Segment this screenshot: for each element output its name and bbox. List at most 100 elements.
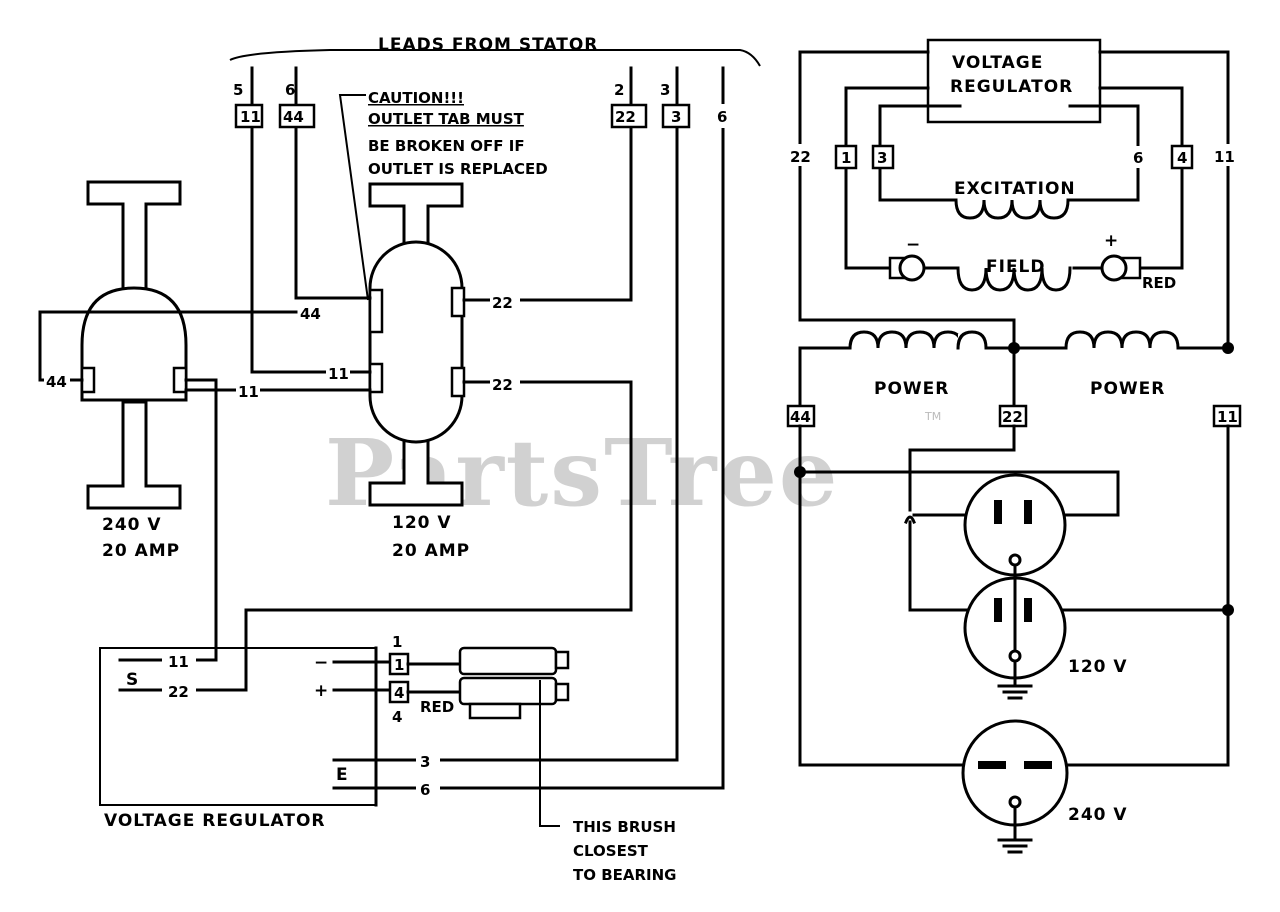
schematic-lead-22-label: 22 bbox=[790, 148, 811, 166]
bus-11 bbox=[1062, 424, 1230, 767]
caution-line-1: CAUTION!!! bbox=[368, 89, 464, 107]
wire-44-label-bg bbox=[298, 302, 332, 322]
schematic-120v-label: 120 V bbox=[1068, 657, 1128, 677]
regulator-e-label: E bbox=[336, 765, 349, 785]
regulator-term-1-label: 1 bbox=[394, 656, 404, 674]
brush-lower bbox=[458, 676, 558, 706]
caution-pointer bbox=[338, 94, 369, 301]
outlet-240-terminal-right bbox=[172, 366, 188, 394]
wire-22a-label: 22 bbox=[492, 294, 513, 312]
power-right-label: POWER bbox=[1090, 379, 1165, 399]
regulator-box bbox=[99, 647, 376, 806]
outlet-120-top-prong bbox=[368, 182, 464, 252]
brush-holder: THIS BRUSH CLOSEST TO BEARING bbox=[406, 646, 677, 884]
schematic-tag-44-label: 44 bbox=[790, 408, 811, 426]
brush-base bbox=[468, 702, 522, 720]
schematic-regulator-line-1: VOLTAGE bbox=[952, 53, 1043, 73]
schematic-term-3-label: 3 bbox=[877, 149, 887, 167]
schematic-lead-11-bg bbox=[1212, 144, 1242, 166]
schematic-lead-22-bg bbox=[786, 144, 826, 166]
schematic-term-3 bbox=[871, 144, 895, 170]
outlet-upper-slot-right bbox=[1024, 500, 1032, 524]
reg-e3-bg bbox=[416, 751, 440, 769]
schematic-lead-6-bg bbox=[1128, 146, 1150, 168]
terminal-tag-6-bg bbox=[712, 104, 734, 128]
terminal-tag-22 bbox=[610, 103, 648, 129]
regulator-term-top-number: 1 bbox=[392, 633, 402, 651]
stator-title: LEADS FROM STATOR bbox=[378, 35, 598, 55]
outlet-lower-slot-right bbox=[1024, 598, 1032, 622]
wire-11b-label: 11 bbox=[328, 365, 349, 383]
lead-number-3: 3 bbox=[660, 81, 670, 99]
outlet-120-voltage: 120 V bbox=[392, 513, 452, 533]
regulator-s-label: S bbox=[126, 670, 139, 690]
terminal-tag-44-label: 44 bbox=[283, 108, 304, 126]
field-minus: − bbox=[906, 235, 921, 255]
bus-44-to-outlet bbox=[798, 470, 1120, 517]
lead-number-5: 5 bbox=[233, 81, 243, 99]
wire-11-label-bg bbox=[236, 381, 260, 399]
outlet-240-slot-right bbox=[1024, 761, 1052, 769]
brush-note-line-3: TO BEARING bbox=[573, 866, 677, 884]
left-diagram: LEADS FROM STATOR 5 6 2 3 11 44 22 3 6 C… bbox=[38, 35, 761, 884]
regulator-e6-label: 6 bbox=[420, 781, 430, 799]
right-diagram: VOLTAGE REGULATOR 22 11 1 4 3 6 EXCITATI… bbox=[786, 38, 1242, 854]
regulator-s11-label: 11 bbox=[168, 653, 189, 671]
excitation-coil bbox=[954, 198, 1070, 220]
wire-22a-label-bg bbox=[490, 291, 520, 311]
wire-11b-label-bg bbox=[326, 363, 350, 381]
outlet-240-top-prong bbox=[86, 180, 182, 294]
field-wire-plus bbox=[1098, 86, 1184, 270]
regulator-term-bottom-number: 4 bbox=[392, 708, 402, 726]
terminal-tag-6-label: 6 bbox=[717, 108, 727, 126]
terminal-tag-22-label: 22 bbox=[615, 108, 636, 126]
brush-note-line-2: CLOSEST bbox=[573, 842, 649, 860]
reg-e6-bg bbox=[416, 779, 440, 797]
bus-44 bbox=[798, 424, 968, 767]
schematic-240v-label: 240 V bbox=[1068, 805, 1128, 825]
regulator-minus: − bbox=[314, 653, 329, 673]
outlet-240-bottom-prong bbox=[86, 400, 182, 510]
brush-lower-tip bbox=[554, 682, 570, 702]
outlet-120-terminal-left-upper bbox=[368, 288, 384, 334]
terminal-tag-3 bbox=[661, 103, 691, 129]
power-coil-right bbox=[1012, 330, 1230, 350]
power-coil-left-end bbox=[956, 330, 1016, 350]
outlet-240-body bbox=[80, 286, 188, 402]
field-brush-plus bbox=[1100, 254, 1128, 282]
schematic-term-1 bbox=[834, 144, 858, 170]
outlet-120-terminal-right-lower bbox=[450, 366, 466, 398]
outlet-upper-slot-left bbox=[994, 500, 1002, 524]
junction-44 bbox=[794, 466, 806, 478]
schematic-term-4 bbox=[1170, 144, 1194, 170]
caution-line-4: OUTLET IS REPLACED bbox=[368, 160, 548, 178]
regulator-plus: + bbox=[314, 681, 329, 701]
outlet-240v-20a: 240 V 20 AMP bbox=[80, 180, 188, 561]
schematic-tag-22-label: 22 bbox=[1002, 408, 1023, 426]
junction-11-outlet bbox=[1222, 604, 1234, 616]
schematic-term-4-label: 4 bbox=[1177, 149, 1187, 167]
outlet-120-terminal-right-upper bbox=[450, 286, 466, 318]
power-left-lead bbox=[798, 346, 852, 422]
outlet-240-terminal-left bbox=[80, 366, 96, 394]
power-coil-left bbox=[848, 330, 1068, 350]
wire-22b-label: 22 bbox=[492, 376, 513, 394]
lead-number-6: 6 bbox=[285, 81, 295, 99]
excitation-label: EXCITATION bbox=[954, 179, 1076, 199]
wire-44-label: 44 bbox=[300, 305, 321, 323]
outlet-120-terminal-left-lower bbox=[368, 362, 384, 394]
junction-11 bbox=[1222, 342, 1234, 354]
brush-upper bbox=[458, 646, 558, 676]
field-wire-minus bbox=[844, 86, 930, 270]
schematic-outlet-120v: 120 V bbox=[963, 473, 1128, 700]
caution-line-3: BE BROKEN OFF IF bbox=[368, 137, 525, 155]
field-brush-minus bbox=[898, 254, 926, 282]
schematic-lead-22 bbox=[798, 50, 1016, 350]
schematic-lead-11-label: 11 bbox=[1214, 148, 1235, 166]
outlet-120-body bbox=[368, 240, 464, 444]
regulator-term-4-label: 4 bbox=[394, 684, 404, 702]
brush-upper-tip bbox=[554, 650, 570, 670]
brush-note-line-1: THIS BRUSH bbox=[573, 818, 676, 836]
voltage-regulator-left: 11 22 S 3 6 E − + 1 1 4 4 RED VOLTAGE RE… bbox=[99, 633, 725, 831]
regulator-red-label: RED bbox=[420, 698, 454, 716]
